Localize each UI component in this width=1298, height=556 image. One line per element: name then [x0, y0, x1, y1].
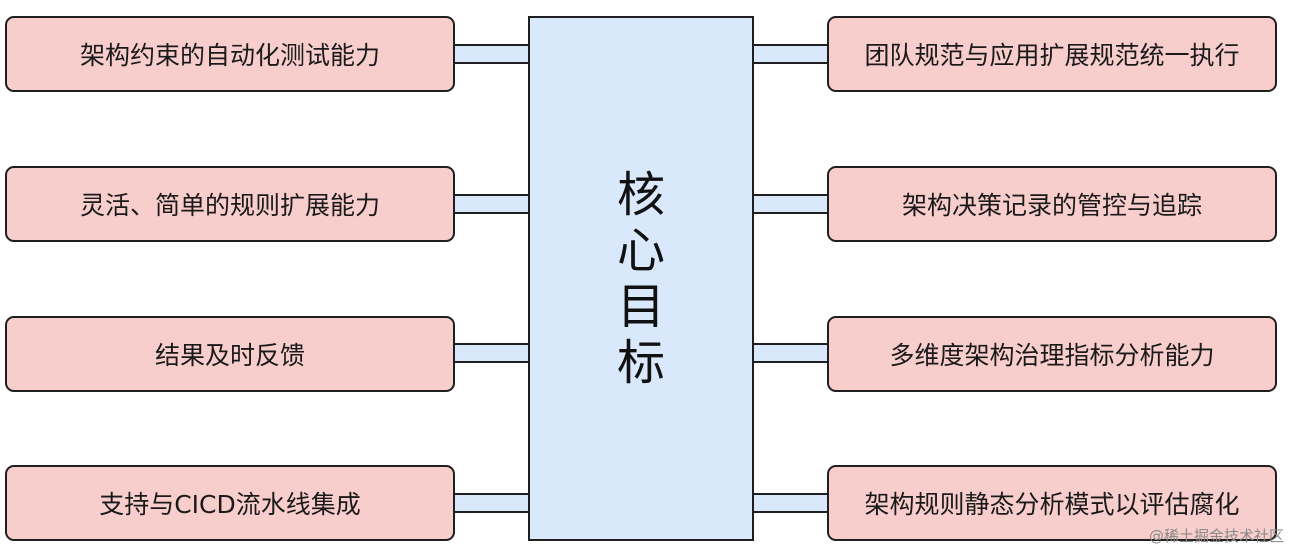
connector-left-3 [454, 343, 530, 363]
connector-right-3 [753, 343, 829, 363]
connector-left-1 [454, 44, 530, 64]
connector-left-2 [454, 194, 530, 214]
core-goal-box: 核心目标 [528, 16, 754, 541]
connector-right-2 [753, 194, 829, 214]
connector-right-1 [753, 44, 829, 64]
goal-box-right-4: 架构规则静态分析模式以评估腐化 [827, 465, 1277, 541]
connector-left-4 [454, 493, 530, 513]
goal-box-left-4: 支持与CICD流水线集成 [5, 465, 455, 541]
goal-box-right-2: 架构决策记录的管控与追踪 [827, 166, 1277, 242]
core-goal-label: 核心目标 [616, 166, 665, 391]
goal-box-left-2: 灵活、简单的规则扩展能力 [5, 166, 455, 242]
goal-box-left-3: 结果及时反馈 [5, 316, 455, 392]
goal-box-right-1: 团队规范与应用扩展规范统一执行 [827, 16, 1277, 92]
goal-box-left-1: 架构约束的自动化测试能力 [5, 16, 455, 92]
watermark-text: @稀土掘金技术社区 [1148, 527, 1284, 545]
connector-right-4 [753, 493, 829, 513]
goal-box-right-3: 多维度架构治理指标分析能力 [827, 316, 1277, 392]
